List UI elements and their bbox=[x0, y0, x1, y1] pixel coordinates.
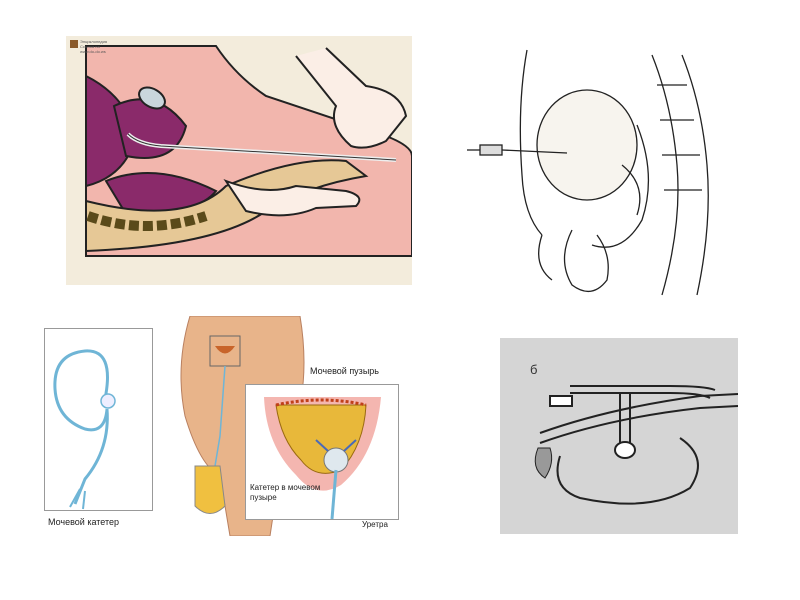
logo-text: Энциклопедия Ссылка на www.do-do.ws bbox=[80, 39, 107, 54]
anatomy-drawing bbox=[467, 49, 709, 296]
bladder-inset-drawing bbox=[264, 397, 381, 519]
catheter-label: Мочевой катетер bbox=[48, 517, 120, 527]
catheter-in-bladder-label: Катетер в мочевом пузыре bbox=[250, 483, 321, 502]
logo-text-line: www.do-do.ws bbox=[80, 49, 106, 54]
catheter-scan-drawing: б bbox=[500, 338, 738, 534]
bladder-label: Мочевой пузырь bbox=[310, 366, 379, 376]
logo bbox=[70, 40, 78, 48]
catheterization-illustration: Энциклопедия Ссылка на www.do-do.ws bbox=[66, 36, 412, 285]
catheter-box bbox=[44, 328, 153, 511]
logo-text-line: Энциклопедия bbox=[80, 39, 108, 44]
urethra-label: Уретра bbox=[362, 520, 388, 529]
anatomy-line-drawing bbox=[462, 45, 732, 307]
scan-drawing bbox=[500, 338, 738, 534]
urinary-catheter-diagram: Мочевой катетер Мочевой пузырь Катетер в… bbox=[42, 316, 408, 536]
bladder-inset bbox=[245, 384, 399, 520]
logo-text-line: Ссылка на bbox=[80, 44, 100, 49]
catheter-drawing bbox=[53, 349, 116, 510]
panel-letter: б bbox=[530, 362, 538, 377]
catheterization-drawing bbox=[85, 45, 412, 257]
